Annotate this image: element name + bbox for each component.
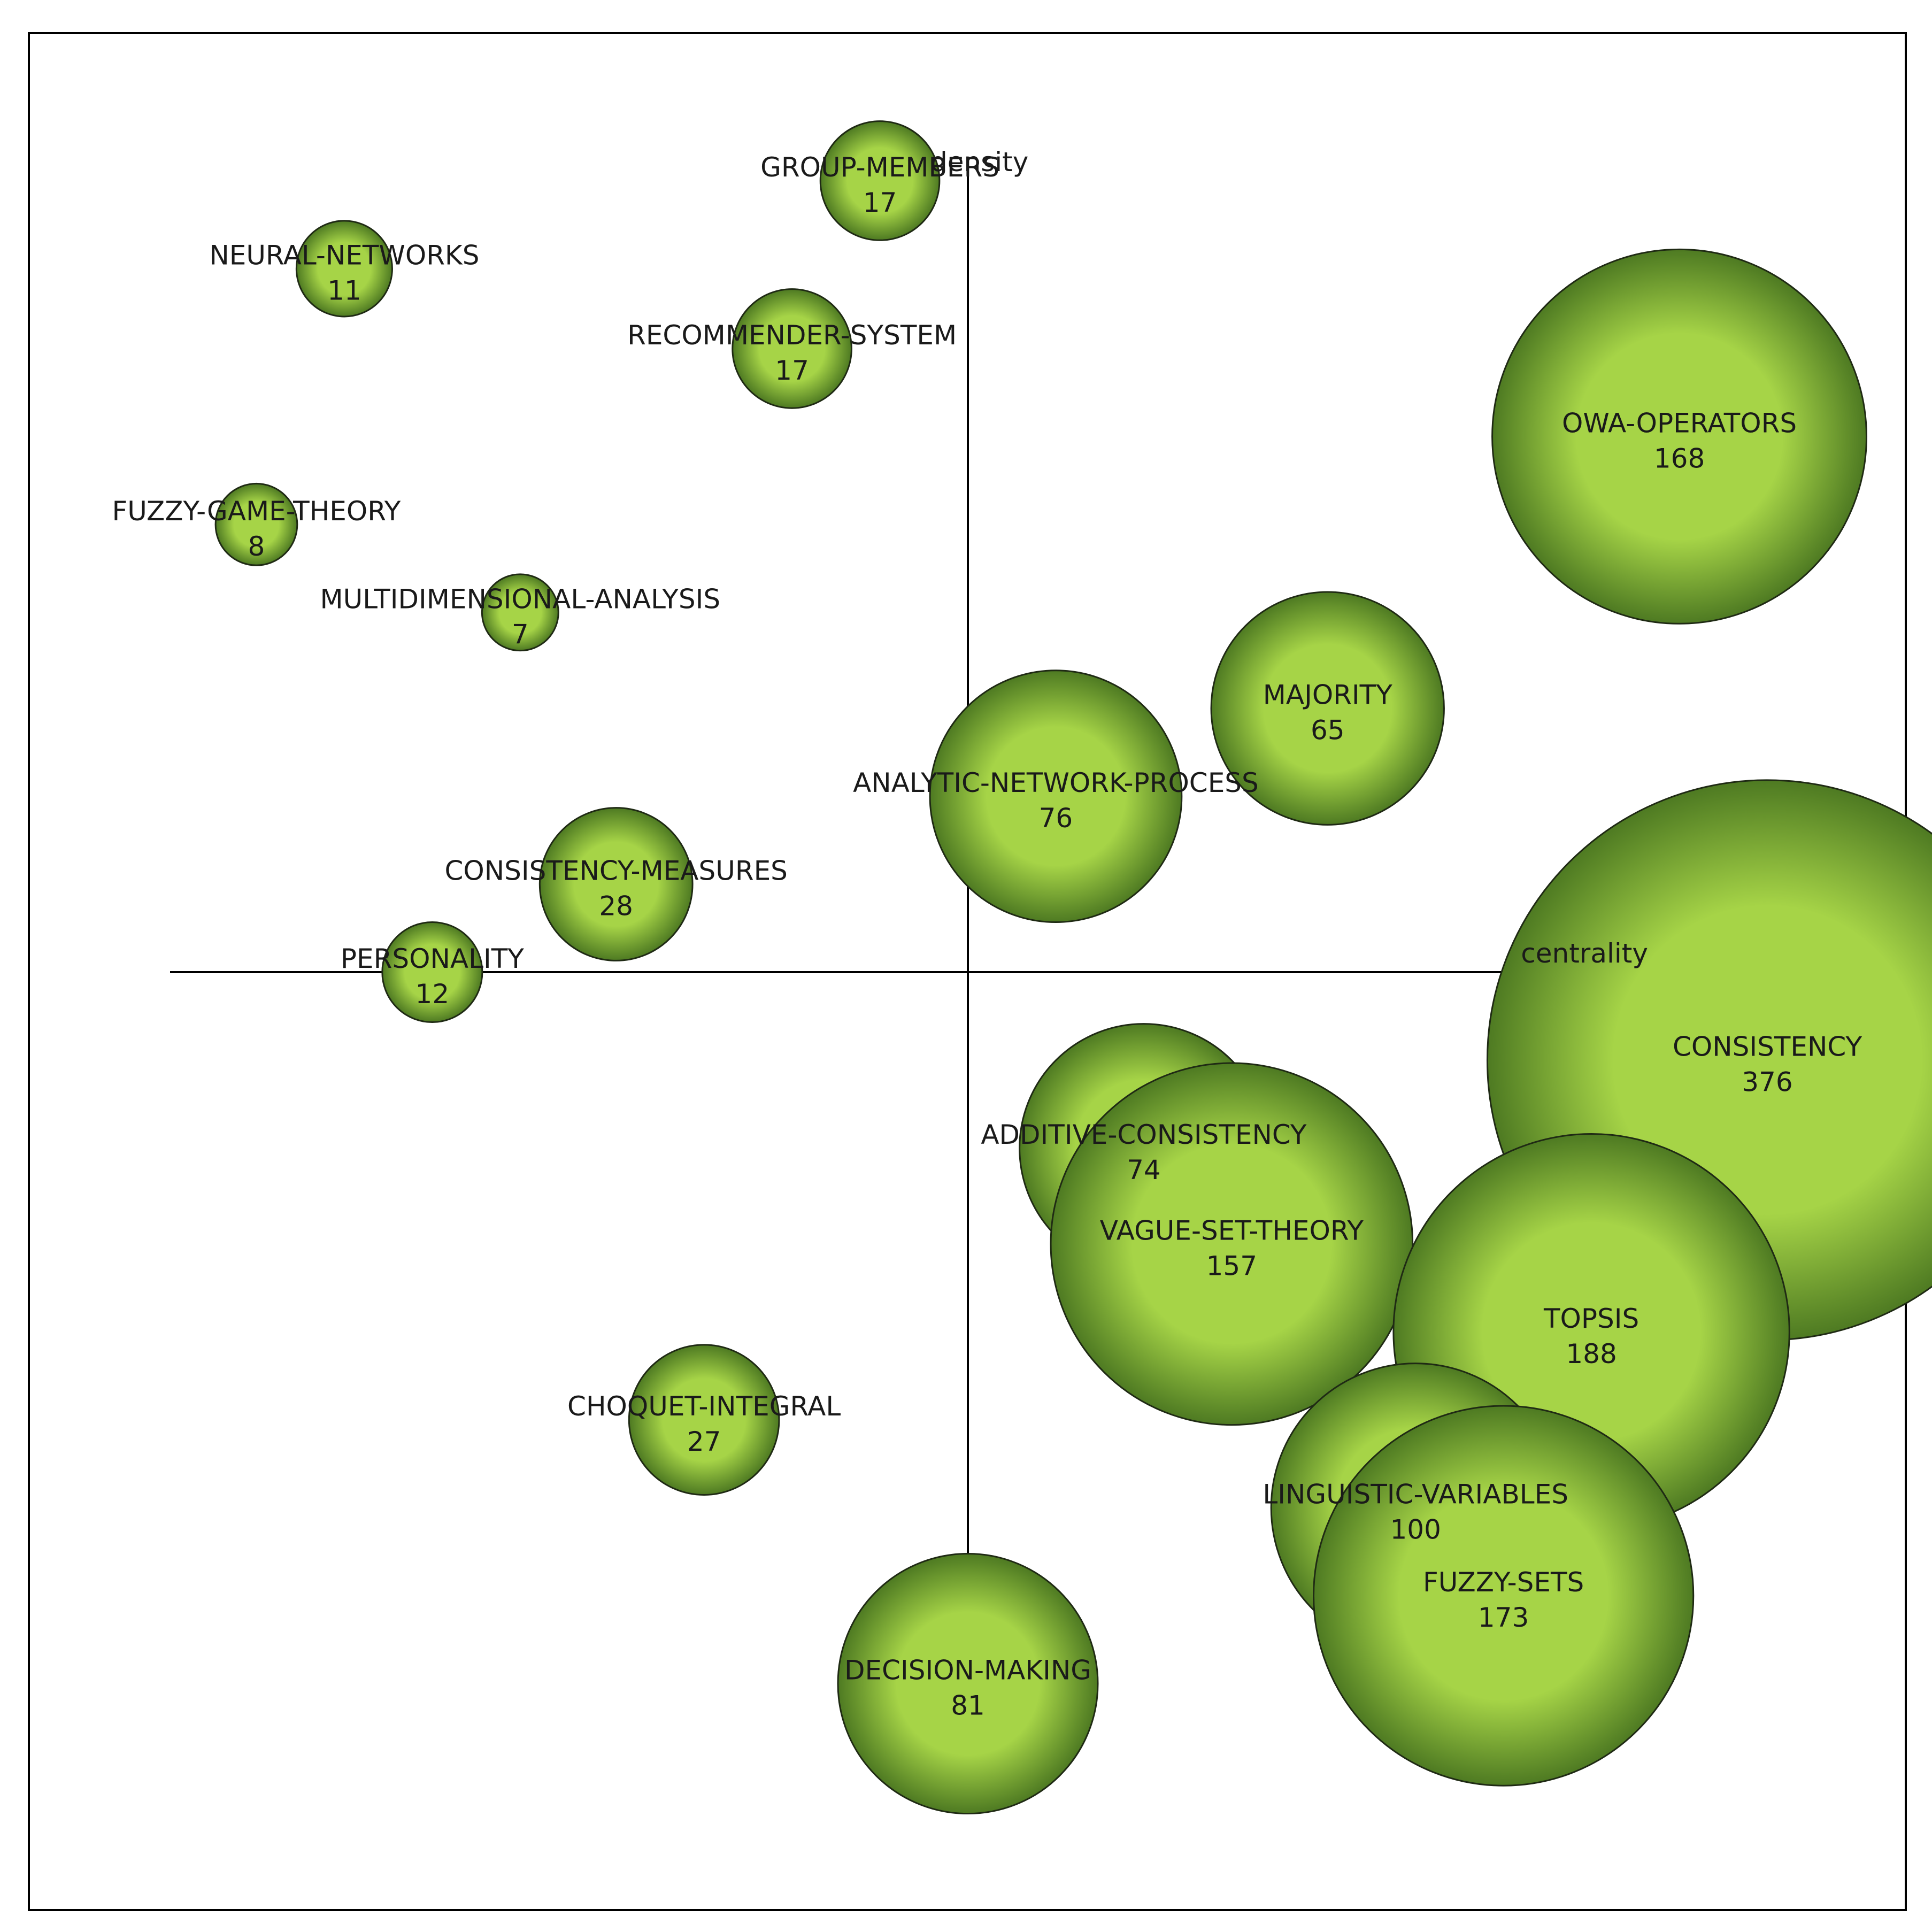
node-label: TOPSIS xyxy=(1543,1303,1639,1334)
node-label: OWA-OPERATORS xyxy=(1562,407,1797,438)
node-count: 8 xyxy=(248,531,265,562)
node-label: CHOQUET-INTEGRAL xyxy=(567,1391,841,1422)
node-label: NEURAL-NETWORKS xyxy=(209,240,479,271)
node-label: CONSISTENCY xyxy=(1673,1031,1862,1062)
node-label: MAJORITY xyxy=(1263,680,1392,711)
node-label: FUZZY-SETS xyxy=(1423,1567,1584,1598)
node-count: 81 xyxy=(951,1690,985,1721)
node-label: FUZZY-GAME-THEORY xyxy=(112,496,401,527)
node-label: ADDITIVE-CONSISTENCY xyxy=(981,1119,1307,1150)
bubble-decision-making xyxy=(837,1553,1099,1815)
y-axis-label: density xyxy=(930,147,1028,178)
bubble-owa-operators xyxy=(1491,248,1868,625)
bubble-multidimensional-analysis xyxy=(481,573,559,652)
node-count: 168 xyxy=(1654,443,1705,474)
bubble-vague-set-theory xyxy=(1050,1062,1414,1426)
node-count: 11 xyxy=(327,275,361,306)
bubble-group-members xyxy=(819,120,941,241)
bubble-analytic-network-process xyxy=(929,669,1183,923)
node-count: 74 xyxy=(1127,1155,1161,1186)
bubble-majority xyxy=(1210,591,1445,826)
node-count: 7 xyxy=(512,619,529,650)
bubble-personality xyxy=(381,921,483,1023)
bubble-layer xyxy=(214,120,1932,1815)
node-count: 100 xyxy=(1390,1514,1441,1545)
bubble-recommender-system xyxy=(732,288,852,409)
node-count: 376 xyxy=(1742,1066,1792,1097)
bubble-choquet-integral xyxy=(628,1344,780,1496)
node-count: 157 xyxy=(1206,1250,1257,1281)
node-count: 65 xyxy=(1311,715,1345,746)
node-count: 17 xyxy=(863,187,897,218)
bubble-neural-networks xyxy=(295,220,393,318)
node-label: CONSISTENCY-MEASURES xyxy=(444,856,787,887)
label-layer: GROUP-MEMBERS17NEURAL-NETWORKS11RECOMMEN… xyxy=(112,152,1862,1721)
node-label: VAGUE-SET-THEORY xyxy=(1100,1215,1364,1246)
node-count: 12 xyxy=(415,979,450,1010)
node-count: 76 xyxy=(1039,803,1073,834)
node-label: RECOMMENDER-SYSTEM xyxy=(627,320,957,351)
bubble-fuzzy-sets xyxy=(1313,1405,1695,1787)
x-axis-label: centrality xyxy=(1521,938,1648,969)
bubble-fuzzy-game-theory xyxy=(214,482,298,566)
node-count: 28 xyxy=(599,891,633,922)
node-label: MULTIDIMENSIONAL-ANALYSIS xyxy=(320,583,721,614)
node-label: PERSONALITY xyxy=(341,943,524,974)
node-count: 188 xyxy=(1566,1338,1617,1369)
node-label: DECISION-MAKING xyxy=(844,1655,1091,1686)
node-label: LINGUISTIC-VARIABLES xyxy=(1263,1479,1568,1510)
node-count: 173 xyxy=(1478,1602,1529,1633)
node-count: 17 xyxy=(775,355,809,386)
node-label: GROUP-MEMBERS xyxy=(760,152,999,183)
node-label: ANALYTIC-NETWORK-PROCESS xyxy=(853,767,1259,798)
bubble-consistency-measures xyxy=(538,807,694,961)
node-count: 27 xyxy=(687,1426,721,1457)
